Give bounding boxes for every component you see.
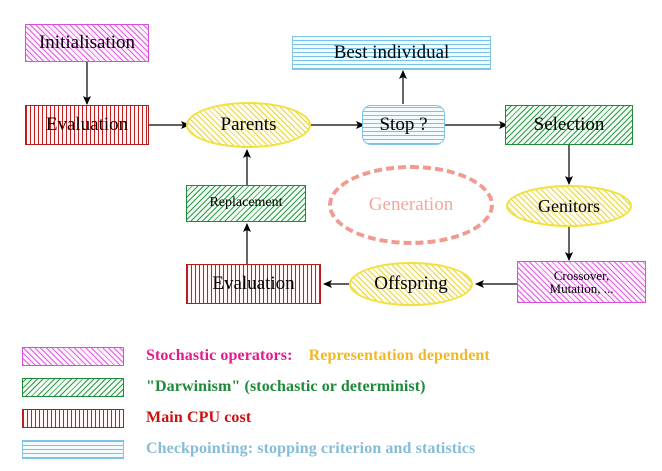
legend-label-stochastic-operators: Stochastic operators: Representation dep… — [146, 347, 490, 364]
node-initialisation-label: Initialisation — [38, 32, 136, 54]
node-selection[interactable]: Selection — [505, 105, 633, 145]
legend-swatch-green — [22, 377, 124, 397]
node-evaluation-bottom-label: Evaluation — [212, 273, 295, 295]
legend-row-checkpointing: Checkpointing: stopping criterion and st… — [22, 439, 475, 459]
node-replacement[interactable]: Replacement — [186, 185, 306, 222]
node-parents[interactable]: Parents — [186, 102, 311, 148]
legend-swatch-magenta — [22, 346, 124, 366]
node-crossover-mutation[interactable]: Crossover, Mutation, ... — [517, 261, 646, 303]
node-selection-label: Selection — [533, 114, 605, 136]
legend-swatch-red — [22, 408, 124, 428]
node-generation: Generation — [328, 165, 494, 245]
node-genitors-label: Genitors — [538, 195, 600, 216]
node-initialisation[interactable]: Initialisation — [25, 24, 149, 62]
node-evaluation-top-label: Evaluation — [45, 114, 129, 136]
node-generation-label: Generation — [368, 194, 454, 215]
legend-label-darwinism: "Darwinism" (stochastic or determinist) — [146, 378, 426, 395]
node-evaluation-bottom[interactable]: Evaluation — [186, 264, 321, 304]
node-offspring-label: Offspring — [374, 273, 448, 295]
node-stop-label: Stop ? — [379, 114, 428, 136]
node-genitors[interactable]: Genitors — [506, 185, 632, 227]
legend: Stochastic operators: Representation dep… — [0, 332, 662, 471]
node-parents-label: Parents — [220, 114, 277, 136]
node-offspring[interactable]: Offspring — [349, 262, 473, 306]
legend-row-stochastic-operators: Stochastic operators: Representation dep… — [22, 346, 490, 366]
legend-swatch-blue — [22, 439, 124, 459]
node-best-individual-label: Best individual — [333, 42, 450, 64]
node-best-individual[interactable]: Best individual — [292, 36, 491, 70]
legend-row-main-cpu-cost: Main CPU cost — [22, 408, 251, 428]
legend-row-darwinism: "Darwinism" (stochastic or determinist) — [22, 377, 426, 397]
node-stop[interactable]: Stop ? — [362, 105, 445, 145]
node-replacement-label: Replacement — [209, 195, 283, 211]
legend-label-main-cpu-cost: Main CPU cost — [146, 409, 252, 426]
legend-label-checkpointing: Checkpointing: stopping criterion and st… — [146, 440, 476, 457]
node-crossover-mutation-label: Crossover, Mutation, ... — [549, 267, 614, 296]
node-evaluation-top[interactable]: Evaluation — [25, 105, 149, 145]
